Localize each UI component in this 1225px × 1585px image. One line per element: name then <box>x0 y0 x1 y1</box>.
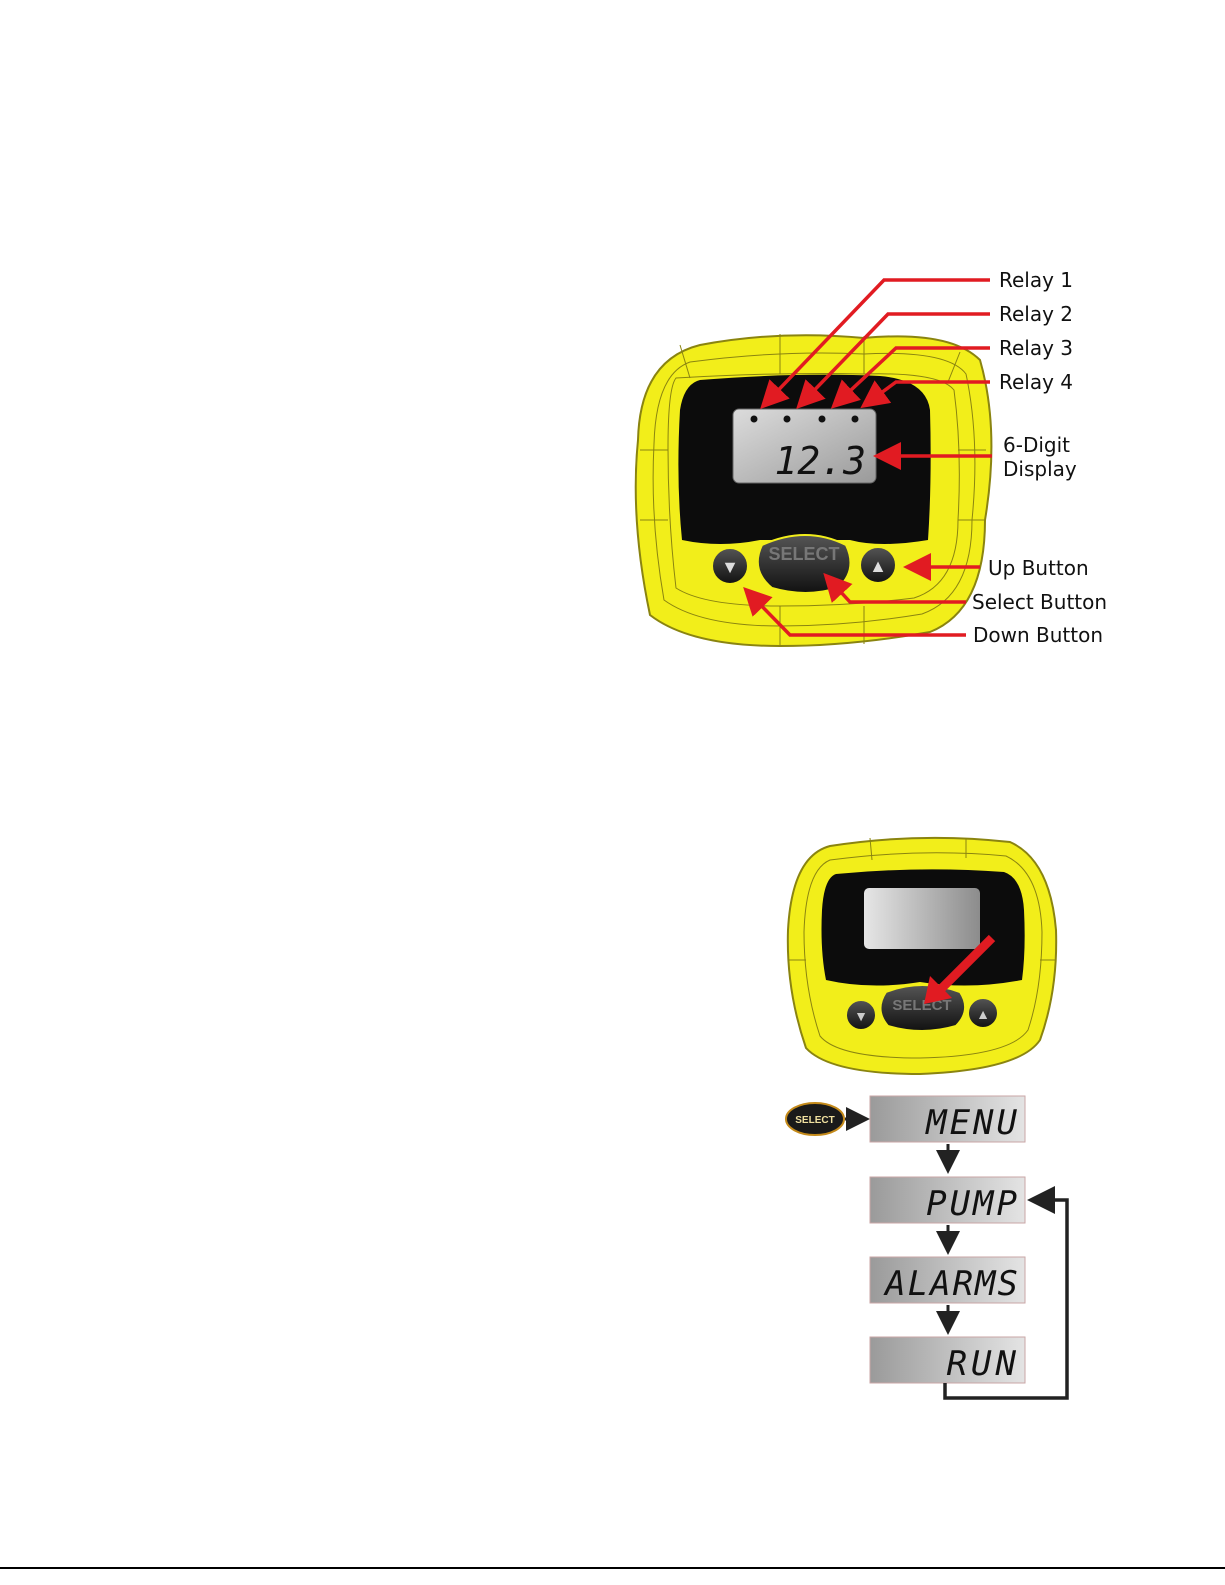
page-bottom-rule <box>0 1567 1225 1569</box>
pump-step: PUMP <box>870 1177 1025 1224</box>
display-label-line1: 6-Digit <box>1003 433 1070 457</box>
alarms-step-text: ALARMS <box>883 1264 1020 1304</box>
relay-3-indicator <box>819 416 826 423</box>
display-label-line2: Display <box>1003 457 1077 481</box>
menu-step-text: MENU <box>925 1103 1020 1143</box>
small-up-button[interactable]: ▲ <box>968 998 998 1028</box>
relay-2-label: Relay 2 <box>999 302 1073 326</box>
relay-1-label: Relay 1 <box>999 268 1073 292</box>
relay-4-label: Relay 4 <box>999 370 1073 394</box>
small-down-arrow-icon: ▼ <box>854 1008 868 1024</box>
relay-1-indicator <box>751 416 758 423</box>
pump-step-text: PUMP <box>926 1184 1020 1224</box>
up-button[interactable]: ▲ <box>860 547 896 583</box>
menu-step: MENU <box>870 1096 1025 1143</box>
small-lcd-display <box>864 888 980 949</box>
run-step-text: RUN <box>947 1344 1020 1384</box>
select-button-callout: Select Button <box>972 590 1107 614</box>
run-step: RUN <box>870 1337 1025 1384</box>
alarms-step: ALARMS <box>870 1257 1025 1304</box>
relay-4-indicator <box>852 416 859 423</box>
select-button[interactable]: SELECT <box>758 535 851 593</box>
up-button-label: Up Button <box>988 556 1089 580</box>
small-up-arrow-icon: ▲ <box>976 1006 990 1022</box>
down-button[interactable]: ▼ <box>712 548 748 584</box>
relay-3-label: Relay 3 <box>999 336 1073 360</box>
lcd-reading: 12.3 <box>774 439 866 483</box>
up-arrow-icon: ▲ <box>869 556 887 576</box>
select-badge: SELECT <box>786 1103 844 1135</box>
relay-2-indicator <box>784 416 791 423</box>
small-down-button[interactable]: ▼ <box>846 1000 876 1030</box>
down-button-label: Down Button <box>973 623 1103 647</box>
down-arrow-icon: ▼ <box>721 557 739 577</box>
select-button-label: SELECT <box>768 544 839 564</box>
menu-flow-diagram: ▼ SELECT ▲ SELECT MENU PUMP ALARMS RUN <box>0 820 1225 1580</box>
select-badge-label: SELECT <box>795 1115 834 1126</box>
small-select-button[interactable]: SELECT <box>880 985 965 1031</box>
